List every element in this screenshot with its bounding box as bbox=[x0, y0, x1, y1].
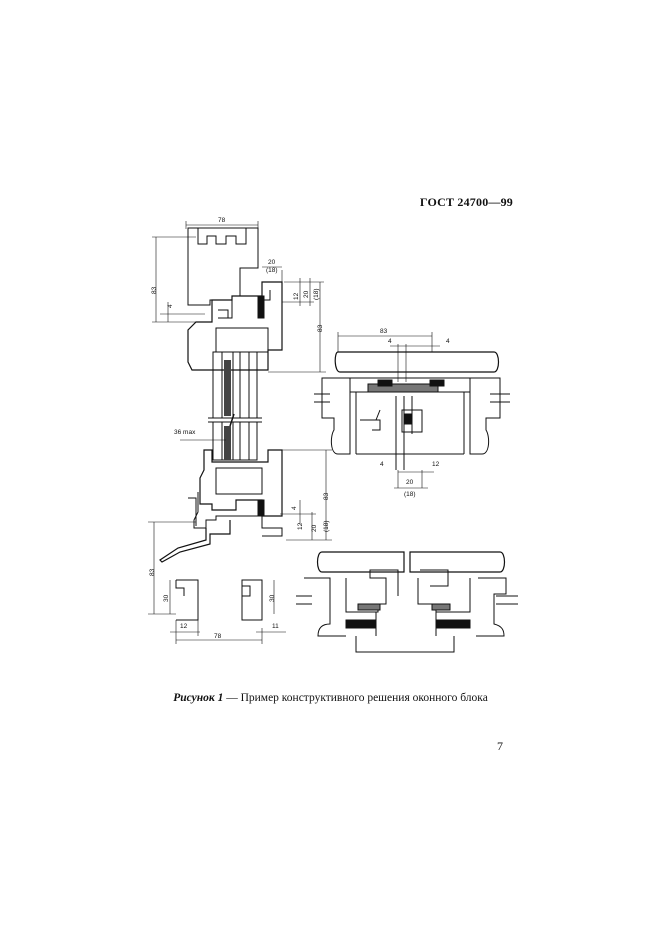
dim-4-mid: 4 bbox=[291, 506, 298, 510]
dim-12-mid: 12 bbox=[297, 522, 304, 530]
dim-83-left-bot: 83 bbox=[149, 568, 156, 576]
dim-20-b: 20 bbox=[303, 290, 310, 298]
dim-83-right-top: 83 bbox=[317, 324, 324, 332]
dim-36-max: 36 max bbox=[174, 429, 196, 436]
dim-78-top: 78 bbox=[218, 217, 226, 224]
dim-r-4-a: 4 bbox=[388, 338, 392, 345]
dim-r-83: 83 bbox=[380, 328, 388, 335]
dim-78-bot: 78 bbox=[214, 633, 222, 640]
dim-20-mid: 20 bbox=[311, 524, 318, 532]
figure-caption: Рисунок 1 — Пример конструктивного решен… bbox=[0, 692, 661, 704]
dim-18-mid: (18) bbox=[323, 520, 330, 532]
dim-18-a: (18) bbox=[266, 267, 278, 274]
caption-text: Пример конструктивного решения оконного … bbox=[240, 692, 488, 704]
caption-dash: — bbox=[223, 692, 241, 704]
dim-11-bot: 11 bbox=[272, 623, 279, 630]
dim-r-4-b: 4 bbox=[446, 338, 450, 345]
dim-12-a: 12 bbox=[293, 292, 300, 300]
dim-18-b: (18) bbox=[313, 288, 320, 300]
dim-r-20: 20 bbox=[406, 479, 414, 486]
dim-30-left: 30 bbox=[163, 594, 170, 602]
dim-30-right: 30 bbox=[269, 594, 276, 602]
dim-20-a: 20 bbox=[268, 259, 276, 266]
caption-label: Рисунок 1 bbox=[173, 692, 224, 704]
dim-r-18: (18) bbox=[404, 491, 416, 498]
dim-r-4-c: 4 bbox=[380, 461, 384, 468]
dim-r-8: 8 bbox=[408, 417, 412, 424]
dim-r-12: 12 bbox=[432, 461, 440, 468]
page-number: 7 bbox=[497, 739, 503, 753]
standard-code: ГОСТ 24700—99 bbox=[419, 195, 513, 209]
dim-4-left: 4 bbox=[167, 304, 174, 308]
dim-12-bot: 12 bbox=[180, 623, 188, 630]
dim-83-left-top: 83 bbox=[151, 286, 158, 294]
dim-83-right-mid: 83 bbox=[323, 492, 330, 500]
